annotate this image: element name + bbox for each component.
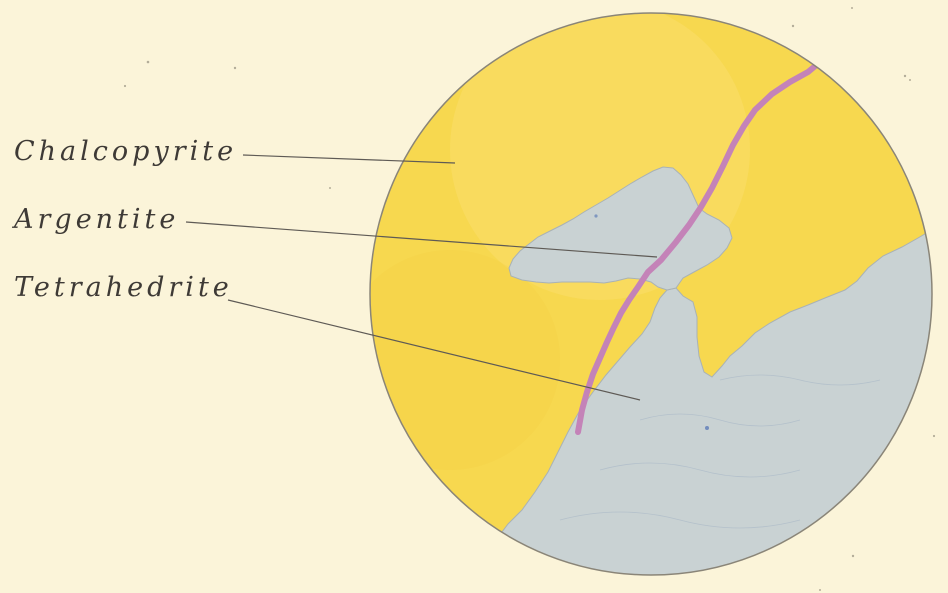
label-chalcopyrite: Chalcopyrite bbox=[14, 136, 237, 167]
label-tetrahedrite: Tetrahedrite bbox=[14, 272, 233, 303]
field-of-view bbox=[340, 0, 948, 593]
label-argentite: Argentite bbox=[11, 204, 179, 235]
